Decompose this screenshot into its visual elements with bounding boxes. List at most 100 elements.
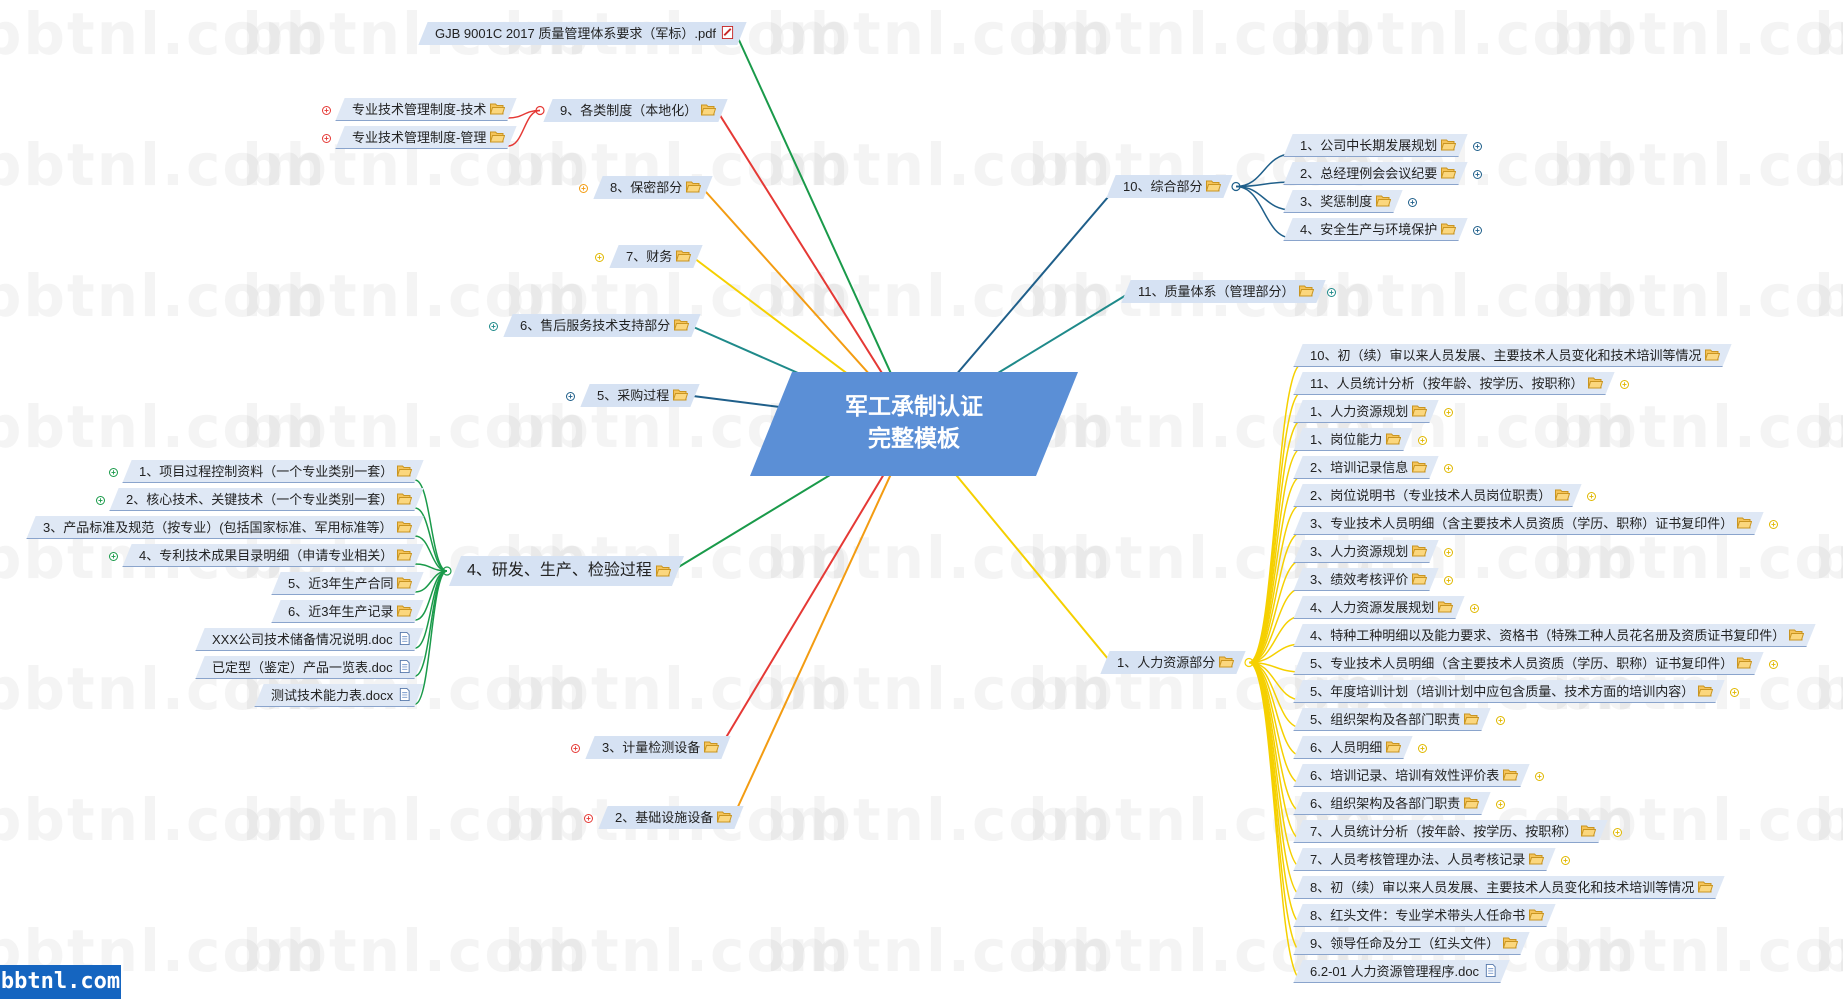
subtopic[interactable]: 1、公司中长期发展规划 [1283, 134, 1468, 157]
expand-marker[interactable]: + [1444, 408, 1453, 417]
folder-icon [1412, 461, 1428, 473]
subtopic[interactable]: 2、岗位说明书（专业技术人员岗位职责） [1293, 484, 1582, 507]
branch-b5[interactable]: 5、采购过程 [580, 384, 700, 407]
subtopic[interactable]: 6.2-01 人力资源管理程序.doc [1293, 960, 1510, 983]
subtopic[interactable]: 5、年度培训计划（培训计划中应包含质量、技术方面的培训内容） [1293, 680, 1725, 703]
branch-b7[interactable]: 7、财务 [609, 245, 703, 268]
subtopic[interactable]: 8、初（续）审以来人员发展、主要技术人员变化和技术培训等情况 [1293, 876, 1725, 899]
expand-marker[interactable]: + [1561, 856, 1570, 865]
expand-marker[interactable]: + [595, 252, 604, 262]
expand-marker[interactable]: + [1496, 716, 1505, 725]
subtopic[interactable]: 4、安全生产与环境保护 [1283, 218, 1468, 241]
expand-marker[interactable]: + [1408, 198, 1417, 207]
subtopic[interactable]: 专业技术管理制度-管理 [335, 126, 517, 149]
topic-label: 6、售后服务技术支持部分 [520, 318, 671, 333]
expand-marker[interactable]: + [1444, 548, 1453, 557]
subtopic[interactable]: 5、专业技术人员明细（含主要技术人员资质（学历、职称）证书复印件） [1293, 652, 1764, 675]
subtopic[interactable]: 8、红头文件：专业学术带头人任命书 [1293, 904, 1556, 927]
expand-marker[interactable]: + [1587, 492, 1596, 501]
subtopic[interactable]: 2、总经理例会会议纪要 [1283, 162, 1468, 185]
watermark-text: bbtnl.com [1290, 262, 1637, 330]
expand-marker[interactable]: + [1730, 688, 1739, 697]
branch-b2[interactable]: 2、基础设施设备 [598, 806, 744, 829]
topic-label: 9、各类制度（本地化） [560, 103, 698, 118]
expand-marker[interactable]: + [1418, 744, 1427, 753]
subtopic[interactable]: 5、组织架构及各部门职责 [1293, 708, 1491, 731]
subtopic[interactable]: 3、专业技术人员明细（含主要技术人员资质（学历、职称）证书复印件） [1293, 512, 1764, 535]
expand-marker[interactable]: + [566, 391, 575, 401]
branch-gjb[interactable]: GJB 9001C 2017 质量管理体系要求（军标）.pdf [418, 22, 747, 45]
subtopic[interactable]: 已定型（鉴定）产品一览表.doc [195, 656, 424, 679]
expand-marker[interactable]: + [1496, 800, 1505, 809]
subtopic[interactable]: 11、人员统计分析（按年龄、按学历、按职称） [1293, 372, 1615, 395]
folder-icon [1386, 433, 1402, 445]
expand-marker[interactable]: + [322, 134, 331, 143]
subtopic[interactable]: 6、培训记录、培训有效性评价表 [1293, 764, 1530, 787]
expand-marker[interactable]: + [1620, 380, 1629, 389]
expand-marker[interactable]: + [109, 552, 118, 561]
expand-marker[interactable]: + [579, 183, 588, 193]
subtopic[interactable]: 1、项目过程控制资料（一个专业类别一套） [122, 460, 424, 483]
branch-b6[interactable]: 6、售后服务技术支持部分 [503, 314, 701, 337]
folder-icon [1789, 629, 1805, 641]
watermark-text: bbtnl.com [1552, 262, 1843, 330]
subtopic[interactable]: 10、初（续）审以来人员发展、主要技术人员变化和技术培训等情况 [1293, 344, 1733, 367]
folder-icon [717, 811, 733, 823]
branch-b9[interactable]: 9、各类制度（本地化） [543, 99, 728, 122]
expand-marker[interactable]: + [1444, 576, 1453, 585]
subtopic[interactable]: 2、培训记录信息 [1293, 456, 1439, 479]
topic-label: 已定型（鉴定）产品一览表.doc [212, 660, 393, 675]
expand-marker[interactable]: + [1327, 287, 1336, 297]
folder-icon [490, 103, 506, 115]
subtopic[interactable]: 7、人员统计分析（按年龄、按学历、按职称） [1293, 820, 1608, 843]
subtopic[interactable]: 4、专利技术成果目录明细（申请专业相关） [122, 544, 424, 567]
expand-marker[interactable]: + [571, 743, 580, 753]
subtopic[interactable]: 2、核心技术、关键技术（一个专业类别一套） [109, 488, 424, 511]
subtopic[interactable]: 专业技术管理制度-技术 [335, 98, 517, 121]
expand-marker[interactable]: + [1418, 436, 1427, 445]
branch-b8[interactable]: 8、保密部分 [593, 176, 713, 199]
subtopic[interactable]: 6、组织架构及各部门职责 [1293, 792, 1491, 815]
subtopic[interactable]: 4、人力资源发展规划 [1293, 596, 1465, 619]
subtopic[interactable]: 1、岗位能力 [1293, 428, 1413, 451]
subtopic[interactable]: XXX公司技术储备情况说明.doc [195, 628, 424, 651]
expand-marker[interactable]: + [1444, 464, 1453, 473]
watermark-text: bbtnl.com [1814, 393, 1843, 461]
subtopic[interactable]: 6、近3年生产记录 [271, 600, 425, 623]
subtopic[interactable]: 3、产品标准及规范（按专业）(包括国家标准、军用标准等） [26, 516, 424, 539]
subtopic[interactable]: 9、领导任命及分工（红头文件） [1293, 932, 1530, 955]
root-topic[interactable]: 军工承制认证 完整模板 [749, 372, 1079, 476]
subtopic[interactable]: 3、绩效考核评价 [1293, 568, 1439, 591]
subtopic[interactable]: 5、近3年生产合同 [271, 572, 425, 595]
expand-marker[interactable]: + [1473, 142, 1482, 151]
watermark-text: bbtnl.com [1552, 524, 1843, 592]
expand-marker[interactable]: + [1769, 660, 1778, 669]
branch-b4[interactable]: 4、研发、生产、检验过程 [448, 556, 684, 586]
branch-b3[interactable]: 3、计量检测设备 [585, 736, 731, 759]
subtopic[interactable]: 3、人力资源规划 [1293, 540, 1439, 563]
expand-marker[interactable]: + [1470, 604, 1479, 613]
topic-label: 11、质量体系（管理部分） [1138, 284, 1295, 299]
subtopic[interactable]: 1、人力资源规划 [1293, 400, 1439, 423]
expand-marker[interactable]: + [1769, 520, 1778, 529]
branch-b11[interactable]: 11、质量体系（管理部分） [1121, 280, 1326, 303]
expand-marker[interactable]: + [96, 496, 105, 505]
subtopic[interactable]: 3、奖惩制度 [1283, 190, 1403, 213]
expand-marker[interactable]: + [1473, 226, 1482, 235]
expand-marker[interactable]: + [489, 321, 498, 331]
expand-marker[interactable]: + [109, 468, 118, 477]
subtopic[interactable]: 4、特种工种明细以及能力要求、资格书（特殊工种人员花名册及资质证书复印件） [1293, 624, 1816, 647]
branch-b1[interactable]: 1、人力资源部分 [1100, 651, 1246, 674]
topic-label: 6、培训记录、培训有效性评价表 [1310, 768, 1500, 783]
expand-marker[interactable]: + [584, 813, 593, 823]
expand-marker[interactable]: + [322, 106, 331, 115]
subtopic[interactable]: 测试技术能力表.docx [254, 684, 424, 707]
branch-b10[interactable]: 10、综合部分 [1106, 175, 1234, 198]
expand-marker[interactable]: + [1535, 772, 1544, 781]
expand-marker[interactable]: + [1613, 828, 1622, 837]
topic-label: 8、红头文件：专业学术带头人任命书 [1310, 908, 1526, 923]
expand-marker[interactable]: + [1473, 170, 1482, 179]
subtopic[interactable]: 7、人员考核管理办法、人员考核记录 [1293, 848, 1556, 871]
subtopic[interactable]: 6、人员明细 [1293, 736, 1413, 759]
